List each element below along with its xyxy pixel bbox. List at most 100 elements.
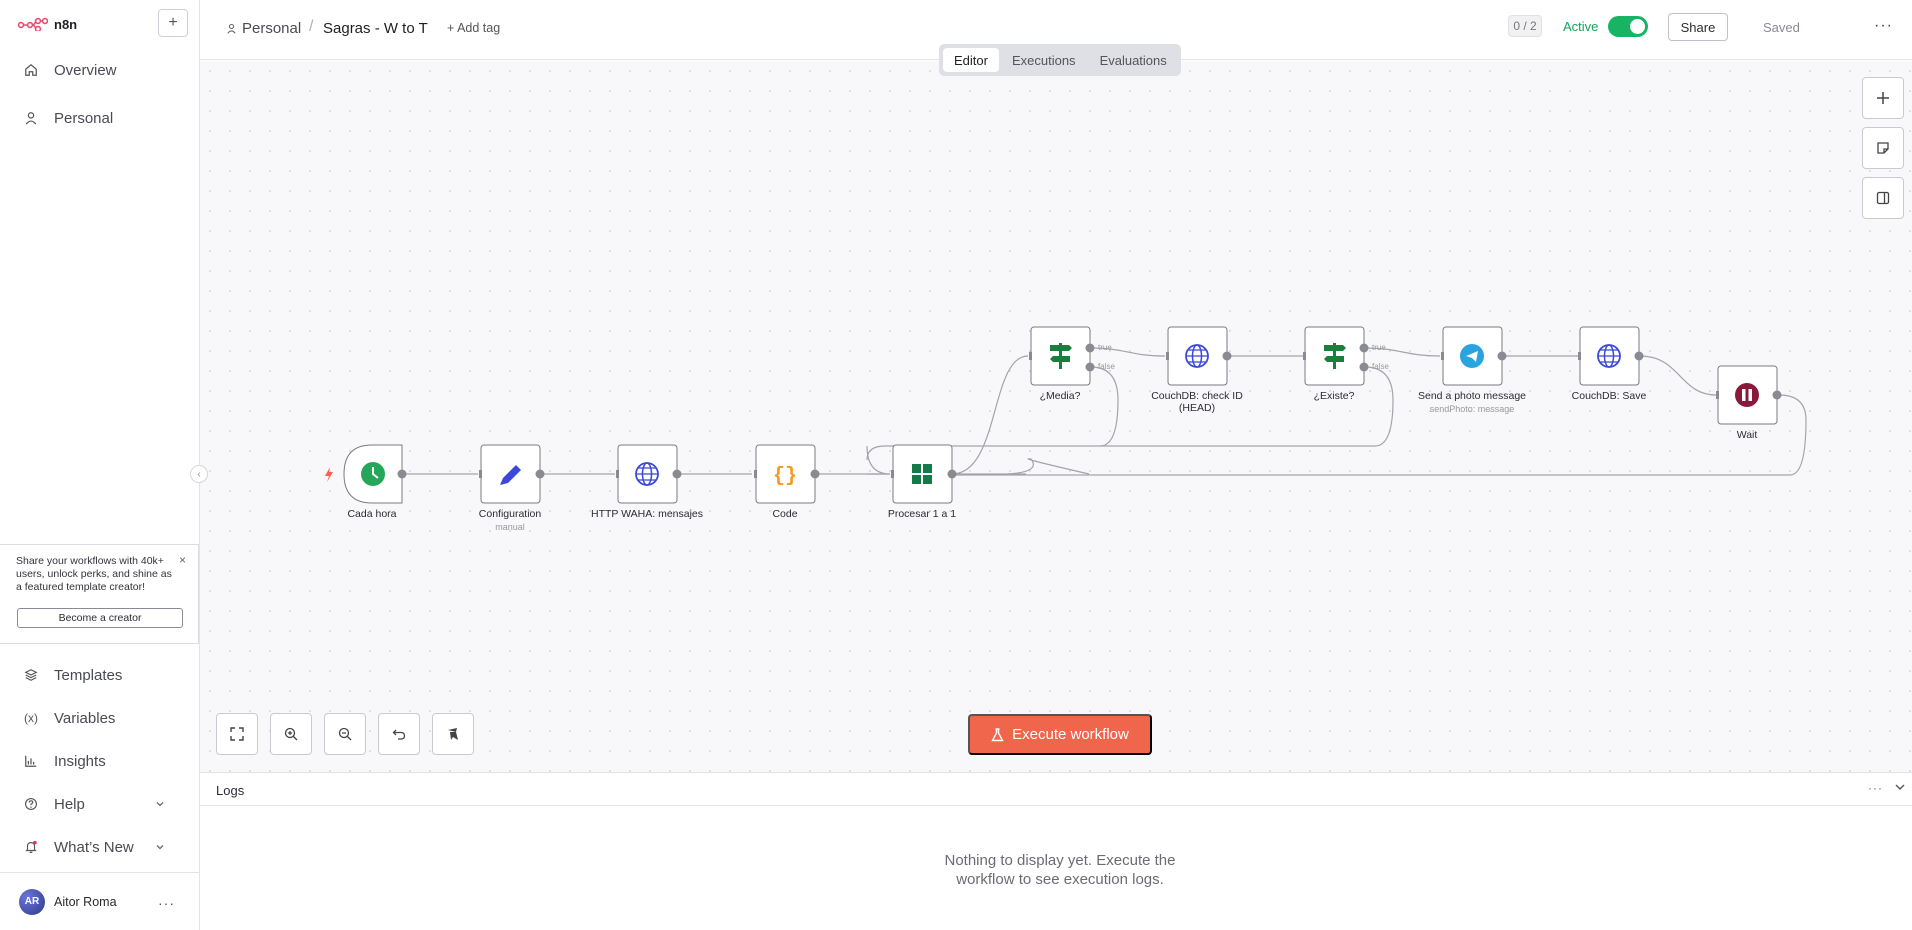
sidebar-item-label: Help [54,795,85,813]
active-toggle[interactable] [1608,16,1648,37]
saved-status: Saved [1763,20,1800,35]
home-icon [25,63,37,76]
node-sub-send-photo: sendPhoto: message [1429,404,1515,414]
workflow-canvas[interactable] [200,61,1912,772]
n8n-logo-icon [18,17,48,31]
execute-workflow-button[interactable]: Execute workflow [968,714,1152,755]
add-node-button[interactable] [1862,77,1904,119]
user-icon [25,112,37,125]
collapse-sidebar-button[interactable]: ‹ [190,465,208,483]
sticky-note-button[interactable] [1862,127,1904,169]
n8n-logo[interactable]: n8n [18,13,77,35]
logs-more-icon[interactable]: ··· [1868,781,1883,795]
flask-icon [991,727,1004,741]
user-more-icon[interactable]: ··· [158,895,175,911]
workflow-title[interactable]: Sagras - W to T [323,20,428,37]
broom-icon [448,728,458,740]
sidebar-item-templates[interactable]: Templates [0,655,199,695]
logs-panel: Logs ··· Nothing to display yet. Execute… [200,772,1912,930]
workflow-more-icon[interactable]: ··· [1874,17,1893,34]
breadcrumb-project[interactable]: Personal [226,20,301,37]
fit-view-button[interactable] [216,713,258,755]
chevron-left-icon: ‹ [197,468,201,480]
tab-editor[interactable]: Editor [943,48,999,72]
sidebar-item-variables[interactable]: (x) Variables [0,698,199,738]
node-label-existe[interactable]: ¿Existe? [1313,390,1355,402]
promo-text: Share your workflows with 40k+ users, un… [16,555,172,593]
node-label-http-waha[interactable]: HTTP WAHA: mensajes [590,508,704,520]
node-label-send-photo[interactable]: Send a photo message [1418,390,1526,402]
node-label-configuration[interactable]: Configuration [478,508,542,520]
branch-false-label: false [1372,362,1389,371]
sidebar-item-insights[interactable]: Insights [0,741,199,781]
sidebar-item-label: Overview [54,61,117,79]
tab-evaluations[interactable]: Evaluations [1099,52,1167,68]
sidebar-item-whats-new[interactable]: What’s New [0,827,199,867]
user-menu[interactable]: AR Aitor Roma ··· [0,872,199,930]
sidebar-item-label: Templates [54,666,123,684]
node-label-code[interactable]: Code [772,508,798,520]
templates-icon [24,669,38,681]
undo-icon [392,729,406,740]
undo-button[interactable] [378,713,420,755]
production-checklist-counter[interactable]: 0 / 2 [1508,15,1542,37]
logs-title: Logs [216,783,245,798]
branch-true-label: true [1098,343,1112,352]
breadcrumb-separator: / [309,18,314,35]
breadcrumb-project-label: Personal [242,20,302,37]
zoom-in-icon [284,727,298,741]
node-label-cada-hora[interactable]: Cada hora [347,508,397,520]
sidebar-item-help[interactable]: Help [0,784,199,824]
zoom-out-icon [338,727,352,741]
node-sub-configuration: manual [495,522,525,532]
sidebar-item-label: Insights [54,752,106,770]
app-name: n8n [54,16,78,32]
node-label-procesar[interactable]: Procesar 1 a 1 [887,508,957,520]
view-tabs: Editor Executions Evaluations [939,44,1181,76]
sticky-note-icon [1877,142,1889,154]
avatar: AR [19,888,45,915]
canvas-zoom-toolbar [216,713,474,755]
bell-icon [25,840,37,854]
execute-workflow-label: Execute workflow [1012,726,1129,743]
active-label: Active [1563,19,1599,34]
add-button[interactable]: + [158,9,188,37]
canvas-right-toolbar [1862,77,1904,219]
toggle-panel-button[interactable] [1862,177,1904,219]
add-tag-button[interactable]: + Add tag [447,21,501,35]
help-icon [25,798,37,810]
node-label-media[interactable]: ¿Media? [1039,390,1081,402]
chevron-down-icon [156,802,164,807]
user-icon [227,23,236,34]
node-label-couchdb-save[interactable]: CouchDB: Save [1571,390,1647,402]
branch-true-label: true [1372,343,1386,352]
creator-promo-card: Share your workflows with 40k+ users, un… [0,544,199,644]
chevron-down-icon [156,845,164,850]
sidebar: n8n + Overview Personal Share your workf… [0,0,200,930]
chevron-down-icon[interactable] [1894,781,1906,793]
fit-view-icon [230,727,244,741]
zoom-out-button[interactable] [324,713,366,755]
variables-icon: (x) [24,711,38,725]
sidebar-item-personal[interactable]: Personal [0,98,199,138]
insights-icon [25,755,37,767]
promo-close-icon[interactable]: × [178,553,186,567]
sidebar-item-label: Variables [54,709,116,727]
node-label-couchdb-check[interactable]: CouchDB: check ID (HEAD) [1151,390,1243,414]
branch-false-label: false [1098,362,1115,371]
tab-executions[interactable]: Executions [1011,52,1076,68]
panel-right-icon [1876,191,1890,205]
user-name: Aitor Roma [54,894,117,909]
sidebar-item-overview[interactable]: Overview [0,50,199,90]
tidy-up-button[interactable] [432,713,474,755]
logs-header[interactable]: Logs ··· [200,773,1912,806]
node-label-wait[interactable]: Wait [1736,429,1758,441]
sidebar-item-label: What’s New [54,838,134,856]
share-button[interactable]: Share [1668,13,1728,41]
zoom-in-button[interactable] [270,713,312,755]
sidebar-item-label: Personal [54,109,114,127]
logs-empty-message: Nothing to display yet. Execute the work… [944,852,1176,888]
become-creator-button[interactable]: Become a creator [17,608,183,628]
plus-icon [1877,92,1889,104]
